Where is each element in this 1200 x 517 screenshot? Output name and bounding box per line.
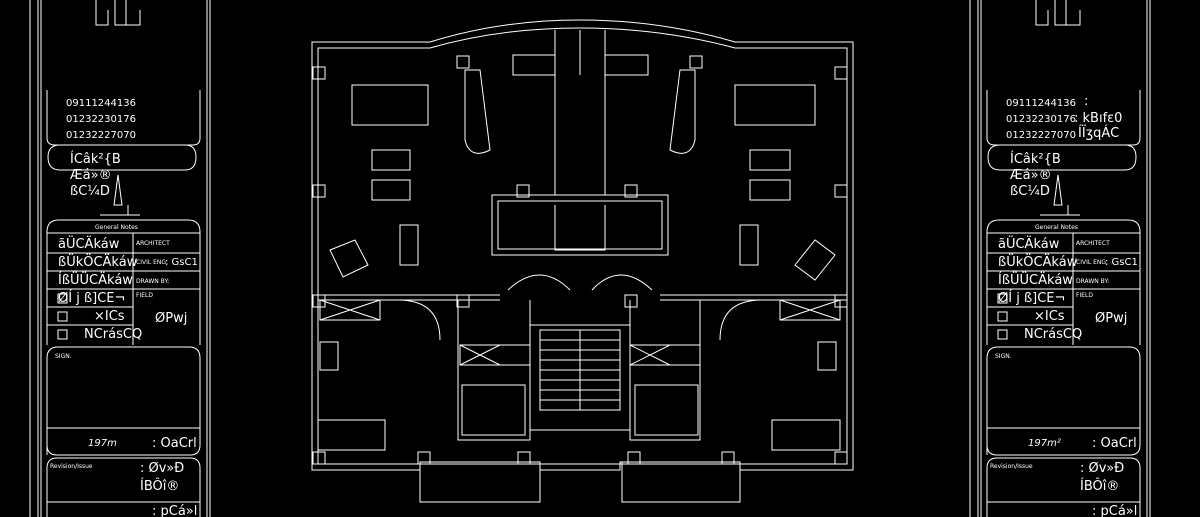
area-value: 197m² (1028, 438, 1061, 449)
phone-number: 01232230176 (66, 114, 136, 125)
civil-eng-label: CIVIL ENG. (136, 259, 168, 266)
revision-label: Revision/Issue (50, 463, 93, 470)
drawn-by-label: DRAWN BY: (1076, 278, 1109, 285)
revision-value-2: ÍBÔî® (140, 478, 179, 494)
architect-label: ARCHITECT (136, 240, 170, 247)
drawn-by-label: DRAWN BY: (136, 278, 169, 285)
phone-number: 09111244136 (1006, 98, 1076, 109)
phone-number: 01232227070 (1006, 130, 1076, 141)
checkbox[interactable] (57, 311, 68, 322)
checklist-item-label: NCrásCQ (1024, 327, 1082, 342)
title-block-right: 09111244136 01232230176 01232227070ÍCâk²{B… (969, 0, 1151, 517)
civil-eng-value: : GsC1 (165, 257, 198, 268)
emblem-icon (100, 174, 140, 216)
civil-eng-label: CIVIL ENG. (1076, 259, 1108, 266)
revision-value: : Øv»Ð (140, 461, 184, 476)
border-lines (969, 0, 1151, 517)
area-value: 197m (88, 438, 117, 449)
floor-plan (311, 19, 854, 503)
company-line: ÍCâk²{B (1010, 151, 1061, 167)
area-label: : OaCrl (152, 436, 197, 451)
field-value: ØPwj (1095, 311, 1127, 326)
company-line: ÍCâk²{B (70, 151, 121, 167)
checklist-item-label: ßÜkÖCÄkáw (58, 253, 138, 270)
checkbox[interactable] (997, 329, 1008, 340)
phone-number: 01232230176 (1006, 114, 1076, 125)
checklist-item-label: ØÍ j ß]CE¬ (998, 290, 1065, 306)
field-label: FIELD (1076, 292, 1093, 299)
checklist-item-label: ×ICs (1034, 309, 1065, 324)
checklist-item-label: ßÜkÖCÄkáw (998, 253, 1078, 270)
checklist-item-label: ×ICs (94, 309, 125, 324)
revision-value: : Øv»Ð (1080, 461, 1124, 476)
field-value: ØPwj (155, 311, 187, 326)
checkbox[interactable] (57, 329, 68, 340)
checklist-item-label: ÍßÜÜCÄkáw (58, 271, 133, 288)
company-line: ßC¼D (1010, 184, 1050, 199)
area-label: : OaCrl (1092, 436, 1137, 451)
checklist-item-label: ãÜCÄkáw (998, 235, 1060, 252)
overlay-text: : : kBıfɛ0 ÍÏʒqÁC (1074, 94, 1122, 141)
logo-icon (95, 0, 141, 26)
company-line: ßC¼D (70, 184, 110, 199)
phone-number: 01232227070 (66, 130, 136, 141)
civil-eng-value: : GsC1 (1105, 257, 1138, 268)
phone-number: 09111244136 (66, 98, 136, 109)
revision-value-2: ÍBÔî® (1080, 478, 1119, 494)
checklist-item-label: ØÍ j ß]CE¬ (58, 290, 125, 306)
emblem-icon (1040, 174, 1080, 216)
sign-label: SIGN. (55, 353, 72, 360)
bottom-value: : pCá»l (152, 504, 197, 517)
checkbox-checked[interactable] (997, 293, 1008, 304)
checklist-item-label: ÍßÜÜCÄkáw (998, 271, 1073, 288)
overlay-text-1: : (1084, 94, 1088, 109)
checklist-item-label: NCrásCQ (84, 327, 142, 342)
logo-icon (1035, 0, 1081, 26)
field-label: FIELD (136, 292, 153, 299)
general-notes-label: General Notes (95, 224, 138, 231)
bottom-value: : pCá»l (1092, 504, 1137, 517)
company-line: Æá»® (70, 168, 112, 183)
checklist-item-label: ãÜCÄkáw (58, 235, 120, 252)
overlay-text-3: ÍÏʒqÁC (1078, 125, 1119, 141)
architect-label: ARCHITECT (1076, 240, 1110, 247)
general-notes-label: General Notes (1035, 224, 1078, 231)
checkbox-checked[interactable] (57, 293, 68, 304)
title-block-left: 09111244136 01232230176 01232227070ÍCâk²{B… (29, 0, 211, 517)
checkbox[interactable] (997, 311, 1008, 322)
border-lines (29, 0, 211, 517)
company-line: Æá»® (1010, 168, 1052, 183)
sign-label: SIGN. (995, 353, 1012, 360)
overlay-text-2: : kBıfɛ0 (1074, 111, 1122, 126)
revision-label: Revision/Issue (990, 463, 1033, 470)
